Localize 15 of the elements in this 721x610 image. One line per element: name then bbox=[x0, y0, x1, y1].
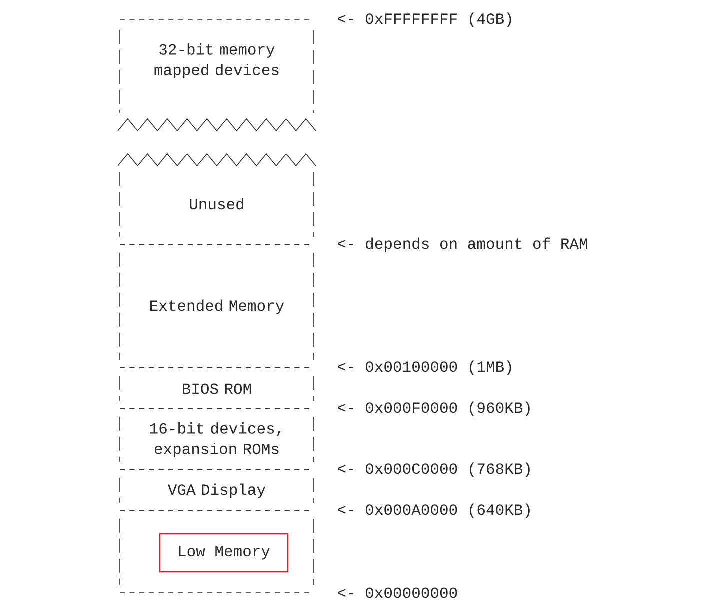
memory-region: Unused bbox=[118, 153, 316, 246]
memory-region: 32-bit memory mapped devices bbox=[118, 20, 316, 132]
address-label: <- 0x000C0000 (768KB) bbox=[338, 462, 530, 478]
address-label: <- 0x00100000 (1MB) bbox=[338, 360, 512, 376]
highlight-box: Low Memory bbox=[159, 533, 289, 573]
address-label: <- 0x000A0000 (640KB) bbox=[338, 504, 530, 518]
address-label: <- 0x000F0000 (960KB) bbox=[338, 402, 530, 416]
memory-region: Extended Memory bbox=[120, 252, 314, 368]
address-label: <- 0xFFFFFFFF (4GB) bbox=[338, 12, 512, 28]
memory-region: BIOS ROM bbox=[120, 368, 314, 410]
memory-region: VGA Display bbox=[120, 470, 314, 512]
memory-region: 16-bit devices, expansion ROMs bbox=[120, 408, 314, 470]
address-label: <- depends on amount of RAM bbox=[338, 238, 588, 252]
memory-region bbox=[120, 510, 314, 594]
address-label: <- 0x00000000 bbox=[338, 588, 458, 598]
